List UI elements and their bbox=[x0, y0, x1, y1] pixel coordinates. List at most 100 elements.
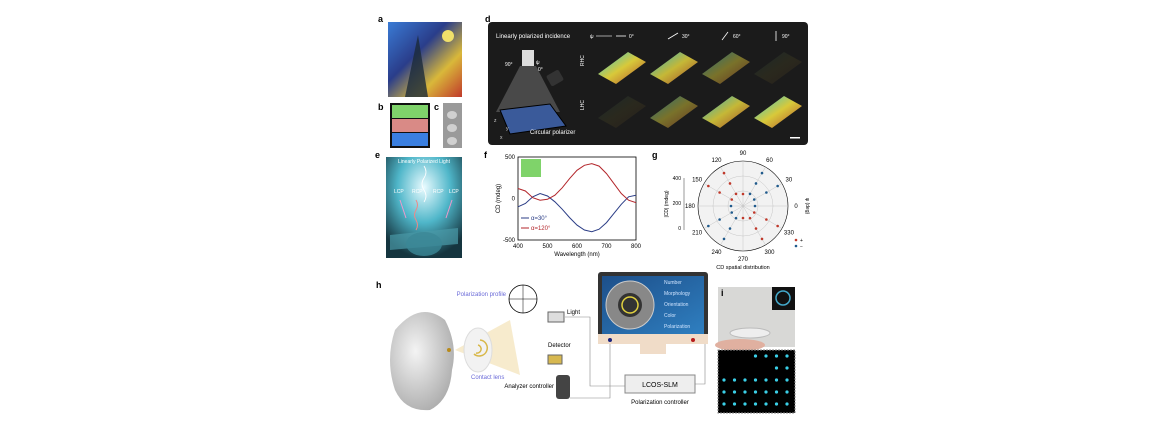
lens-dot bbox=[785, 378, 789, 382]
panel-d-title: Linearly polarized incidence bbox=[496, 34, 571, 40]
lens-dot bbox=[774, 402, 779, 406]
circular-polarizer-label: Circular polarizer bbox=[530, 130, 575, 136]
data-point bbox=[718, 218, 721, 221]
data-point bbox=[728, 182, 732, 185]
data-point bbox=[752, 198, 756, 201]
data-point bbox=[760, 171, 764, 175]
axis-y: y bbox=[506, 126, 509, 132]
r-tick-label: 200 bbox=[673, 201, 682, 207]
polarization-image-tile bbox=[598, 52, 646, 84]
linear-wave bbox=[421, 165, 427, 203]
lens-dot bbox=[732, 390, 737, 394]
panel-label-e: e bbox=[375, 150, 380, 160]
r-axis-label: |CD| (mdeg) bbox=[664, 190, 670, 217]
data-point bbox=[765, 218, 768, 221]
polarization-image-tile bbox=[650, 96, 698, 128]
x-tick-label: 700 bbox=[601, 244, 612, 250]
arrow-30-icon bbox=[667, 32, 679, 40]
panel-label-d: d bbox=[485, 14, 491, 24]
polarization-image-tile bbox=[702, 96, 750, 128]
legend-label: + bbox=[800, 238, 803, 244]
lens-pattern bbox=[473, 339, 488, 357]
lens-array-dots bbox=[722, 354, 789, 406]
data-point bbox=[722, 237, 726, 241]
series-line bbox=[517, 163, 637, 204]
light-source bbox=[547, 311, 565, 323]
data-point bbox=[741, 192, 745, 196]
angle-tick-label: 210 bbox=[692, 231, 703, 237]
light-cone bbox=[496, 66, 560, 112]
sample-inset bbox=[521, 159, 541, 177]
cypress-shape bbox=[405, 35, 428, 97]
lens-dot bbox=[764, 378, 768, 382]
y-axis-label: CD (mdeg) bbox=[496, 184, 502, 213]
lens-dot bbox=[764, 354, 768, 358]
detector bbox=[547, 354, 563, 365]
angle-tick-label: 90 bbox=[740, 151, 747, 157]
lens-dome bbox=[406, 232, 442, 256]
angle-tick-label: 180 bbox=[685, 204, 696, 210]
lens-dot bbox=[774, 354, 779, 358]
angle-tick-label: 30 bbox=[786, 178, 793, 184]
polarization-controller-label: Polarization controller bbox=[631, 400, 689, 406]
lens-dot bbox=[785, 402, 789, 406]
lens-dot bbox=[722, 402, 726, 406]
rcp-wave bbox=[414, 199, 418, 231]
legend-label: α=30° bbox=[531, 216, 548, 222]
cd-polar-chart: 9060300330300270240210180150120+−4002000… bbox=[664, 151, 810, 271]
lens-dot bbox=[743, 402, 747, 406]
polarization-image-tile bbox=[650, 52, 698, 84]
lcp-wave-left bbox=[399, 199, 407, 219]
data-point bbox=[753, 204, 757, 208]
panel-label-j: j bbox=[720, 352, 724, 362]
lens-on-finger bbox=[729, 327, 771, 339]
r-tick-label: 400 bbox=[673, 176, 682, 182]
polar-spoke bbox=[742, 183, 783, 207]
row-label-rhc: RHC bbox=[580, 55, 586, 66]
lens-dot bbox=[732, 378, 737, 382]
lens-dot bbox=[774, 390, 779, 394]
panel-label-a: a bbox=[378, 14, 384, 24]
lens-dot bbox=[722, 378, 726, 382]
eye bbox=[447, 348, 451, 352]
detector-label: Detector bbox=[548, 343, 571, 349]
angle-tick-label: 240 bbox=[711, 250, 722, 256]
analyzer-controller bbox=[556, 375, 570, 399]
beam-label-rcp-left: RCP bbox=[412, 189, 423, 195]
camera-icon bbox=[546, 70, 564, 86]
polar-spoke bbox=[703, 183, 744, 207]
lens-dot bbox=[743, 390, 747, 394]
data-point bbox=[722, 171, 726, 175]
data-point bbox=[734, 192, 738, 196]
legend-label: − bbox=[800, 244, 803, 250]
angle-30: 30° bbox=[682, 34, 690, 40]
connection-wires bbox=[565, 316, 706, 399]
screen-feature-item: Color bbox=[664, 313, 676, 319]
plot-frame bbox=[517, 156, 637, 241]
polarization-image-grid bbox=[598, 52, 802, 128]
panel-label-f: f bbox=[484, 150, 488, 160]
analyzer-label: Analyzer controller bbox=[504, 384, 554, 390]
x-tick-label: 500 bbox=[542, 244, 553, 250]
screen-feature-item: Orientation bbox=[664, 302, 689, 308]
lens-dot bbox=[785, 354, 789, 358]
y-tick-label: -500 bbox=[503, 238, 516, 244]
data-point bbox=[748, 216, 752, 220]
x-tick-label: 800 bbox=[631, 244, 642, 250]
lens-dot bbox=[743, 378, 747, 382]
screen-feature-list: NumberMorphologyOrientationColorPolariza… bbox=[664, 280, 691, 330]
angle-tick-label: 120 bbox=[711, 158, 722, 164]
polar-spoke bbox=[742, 205, 783, 229]
y-tick-label: 500 bbox=[505, 155, 516, 161]
series-line bbox=[517, 192, 637, 233]
lcos-slm-label: LCOS-SLM bbox=[642, 382, 678, 389]
angle-tick-label: 270 bbox=[738, 257, 749, 263]
lens-dot bbox=[764, 390, 768, 394]
polarization-image-tile bbox=[702, 52, 750, 84]
arrow-60-icon bbox=[721, 31, 729, 41]
data-point bbox=[754, 182, 758, 185]
data-point bbox=[718, 191, 721, 194]
setup-angle-90: 90° bbox=[505, 62, 513, 68]
